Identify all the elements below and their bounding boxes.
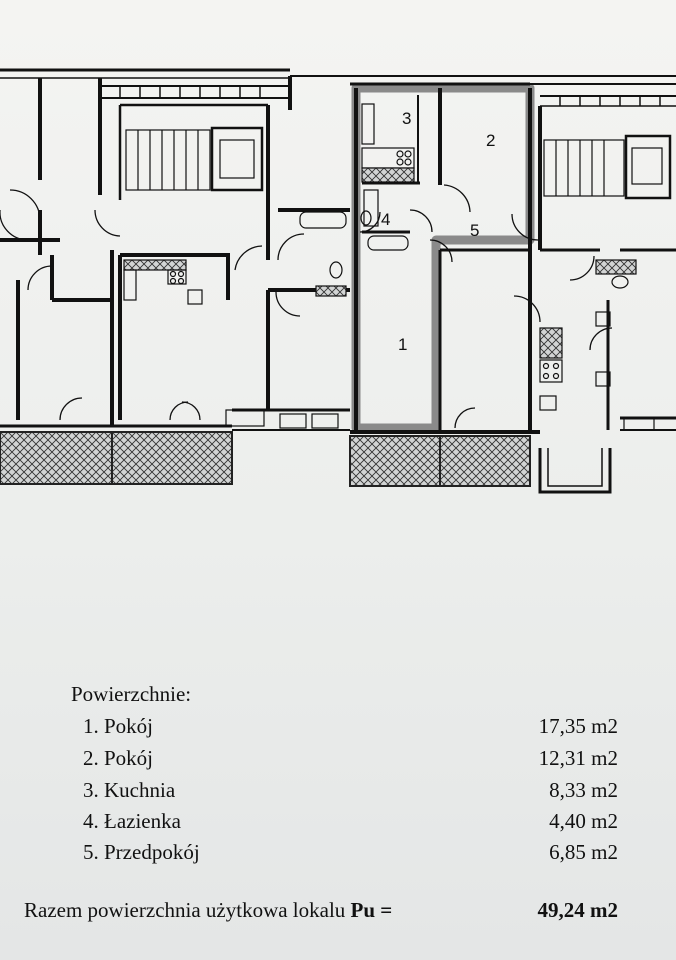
total-symbol: Pu = [350, 898, 393, 922]
area-row: 5. Przedpokój 6,85 m2 [0, 840, 676, 868]
fixtures [123, 103, 655, 431]
room-area: 6,85 m2 [549, 840, 618, 864]
area-row: 2. Pokój 12,31 m2 [0, 746, 676, 774]
area-row: 3. Kuchnia 8,33 m2 [0, 778, 676, 806]
room-area: 17,35 m2 [538, 714, 618, 738]
area-row: 1. Pokój 17,35 m2 [0, 714, 676, 742]
door-swings [0, 184, 613, 429]
room-label: 1. Pokój [83, 714, 154, 738]
room-area: 8,33 m2 [549, 778, 618, 802]
room-number-3: 3 [402, 109, 411, 128]
total-label: Razem powierzchnia użytkowa lokalu Pu = [24, 898, 392, 923]
room-number-5: 5 [470, 221, 479, 240]
window-ticks [119, 86, 661, 106]
area-schedule: Powierzchnie: 1. Pokój 17,35 m2 2. Pokój… [0, 676, 676, 960]
staircases [125, 126, 672, 200]
area-row: 4. Łazienka 4,40 m2 [0, 809, 676, 837]
room-label: 4. Łazienka [83, 809, 181, 833]
total-label-text: Razem powierzchnia użytkowa lokalu [24, 898, 346, 922]
room-number-1: 1 [398, 335, 407, 354]
interior-walls [0, 76, 676, 432]
balconies [0, 431, 531, 487]
room-label: 5. Przedpokój [83, 840, 200, 864]
room-number-2: 2 [486, 131, 495, 150]
room-number-4: 4 [381, 210, 390, 229]
total-value: 49,24 m2 [537, 898, 619, 922]
areas-heading: Powierzchnie: [71, 682, 192, 706]
room-label: 2. Pokój [83, 746, 154, 770]
total-area-row: Razem powierzchnia użytkowa lokalu Pu = … [0, 898, 676, 928]
room-area: 4,40 m2 [549, 809, 618, 833]
apartment-highlight [351, 83, 535, 433]
floor-plan: 1 2 3 4 5 [0, 68, 676, 494]
room-label: 3. Kuchnia [83, 778, 176, 802]
room-area: 12,31 m2 [538, 746, 618, 770]
